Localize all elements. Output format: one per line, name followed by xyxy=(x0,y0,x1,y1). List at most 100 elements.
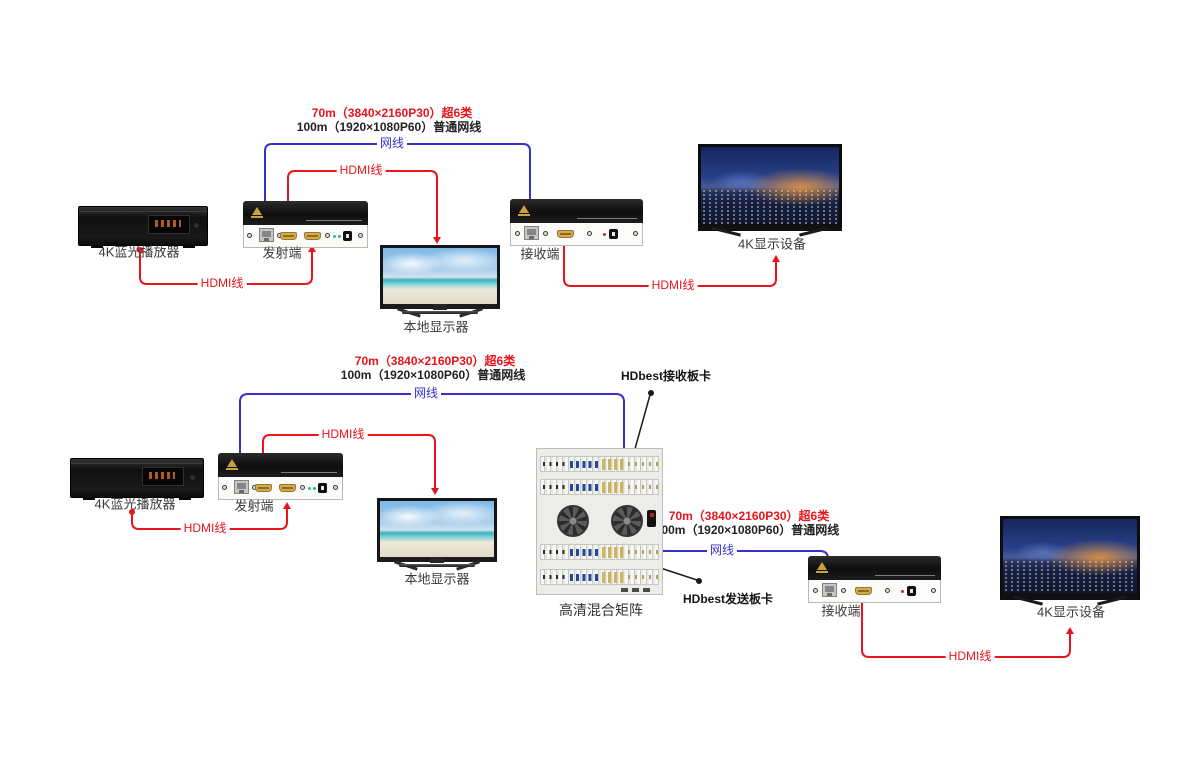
transmitter-bottom xyxy=(218,453,343,500)
matrix-rear-connector xyxy=(643,588,650,592)
status-led xyxy=(333,235,336,238)
display-4k-top xyxy=(698,144,842,237)
tv-stand-base xyxy=(402,311,478,314)
power-jack xyxy=(907,586,916,596)
screw-icon xyxy=(543,231,548,236)
matrix-indicators xyxy=(602,459,626,470)
cable-label-hdmi-top-local: HDMI线 xyxy=(336,163,386,178)
display-4k-bottom-label: 4K显示设备 xyxy=(1037,604,1105,620)
screw-icon xyxy=(841,588,846,593)
tv-stand xyxy=(433,304,447,310)
cooling-fan xyxy=(557,505,589,537)
transmitter-top-label: 发射端 xyxy=(262,245,302,261)
brand-logo-icon xyxy=(518,205,530,216)
screw-icon xyxy=(325,233,330,238)
local-display-bottom xyxy=(377,498,497,570)
rj45-port xyxy=(234,480,249,494)
hdmi-in-port xyxy=(280,232,297,240)
power-jack xyxy=(609,229,618,239)
matrix-indicators xyxy=(602,572,626,583)
matrix-indicators xyxy=(628,485,659,489)
player-foot xyxy=(183,245,195,248)
matrix-card-row xyxy=(540,456,659,472)
receive-card-pointer xyxy=(632,390,654,457)
power-led xyxy=(901,590,904,593)
hdmi-out-port xyxy=(557,230,574,238)
brand-logo-icon xyxy=(251,207,263,218)
extender-port-panel xyxy=(808,580,941,603)
matrix-rear-connector xyxy=(632,588,639,592)
spec-normal-top: 100m（1920×1080P60）普通网线 xyxy=(296,120,482,135)
extender-faceplate xyxy=(510,199,643,223)
receiver-bottom-label: 接收端 xyxy=(821,603,861,619)
player-foot xyxy=(91,245,103,248)
local-display-bottom-label: 本地显示器 xyxy=(404,571,470,587)
power-led xyxy=(603,233,606,236)
screw-icon xyxy=(358,233,363,238)
hd-matrix-chassis xyxy=(536,448,663,595)
screw-icon xyxy=(813,588,818,593)
screw-icon xyxy=(587,231,592,236)
faceplate-line xyxy=(280,472,337,473)
status-led xyxy=(338,235,341,238)
transmitter-bottom-label: 发射端 xyxy=(234,498,274,514)
player-foot xyxy=(83,497,95,500)
spec-normal-right: 100m（1920×1080P60）普通网线 xyxy=(654,523,840,538)
matrix-indicators xyxy=(543,462,569,466)
receiver-top xyxy=(510,199,643,246)
tv-stand xyxy=(430,557,444,563)
faceplate-line xyxy=(305,220,362,221)
matrix-indicators xyxy=(570,549,601,556)
screw-icon xyxy=(222,485,227,490)
cooling-fan xyxy=(611,505,643,537)
spec-cat6-top: 70m（3840×2160P30）超6类 xyxy=(311,106,473,121)
display-4k-bottom xyxy=(1000,516,1140,606)
spec-cat6-right: 70m（3840×2160P30）超6类 xyxy=(668,509,830,524)
extender-faceplate xyxy=(243,201,368,225)
local-display-top xyxy=(380,245,500,317)
matrix-indicators xyxy=(543,550,569,554)
player-display xyxy=(148,215,191,234)
matrix-indicators xyxy=(570,484,601,491)
receiver-bottom xyxy=(808,556,941,603)
cable-label-hdmi-bottom-local: HDMI线 xyxy=(318,427,368,442)
rj45-port xyxy=(822,583,837,597)
matrix-card-row xyxy=(540,479,659,495)
faceplate-line xyxy=(577,218,637,219)
player-foot xyxy=(179,497,191,500)
matrix-label: 高清混合矩阵 xyxy=(559,601,643,618)
power-jack xyxy=(343,231,352,241)
screw-icon xyxy=(300,485,305,490)
screw-icon xyxy=(633,231,638,236)
matrix-indicators xyxy=(628,575,659,579)
spec-normal-mid: 100m（1920×1080P60）普通网线 xyxy=(340,368,526,383)
tv-leg xyxy=(711,226,741,237)
matrix-indicators xyxy=(543,485,569,489)
receive-card-label: HDbest接收板卡 xyxy=(620,369,712,384)
cable-label-hdmi-bottom-player: HDMI线 xyxy=(180,521,230,536)
screw-icon xyxy=(515,231,520,236)
extender-port-panel xyxy=(243,225,368,248)
player-power-button xyxy=(190,475,195,480)
matrix-indicators xyxy=(570,574,601,581)
faceplate-line xyxy=(875,575,935,576)
brand-logo-icon xyxy=(816,562,828,573)
rj45-port xyxy=(259,228,274,242)
extender-faceplate xyxy=(808,556,941,580)
rj45-port xyxy=(524,226,539,240)
hdmi-out-port xyxy=(855,587,872,595)
screw-icon xyxy=(885,588,890,593)
bluray-player-top xyxy=(78,206,208,248)
screw-icon xyxy=(333,485,338,490)
matrix-indicators xyxy=(628,462,659,466)
cable-label-network-bottom-2: 网线 xyxy=(706,543,738,558)
extender-port-panel xyxy=(218,477,343,500)
spec-cat6-mid: 70m（3840×2160P30）超6类 xyxy=(354,354,516,369)
matrix-card-row xyxy=(540,569,659,585)
screw-icon xyxy=(931,588,936,593)
tv-leg xyxy=(799,226,829,237)
player-display xyxy=(142,467,185,486)
matrix-indicators xyxy=(570,461,601,468)
